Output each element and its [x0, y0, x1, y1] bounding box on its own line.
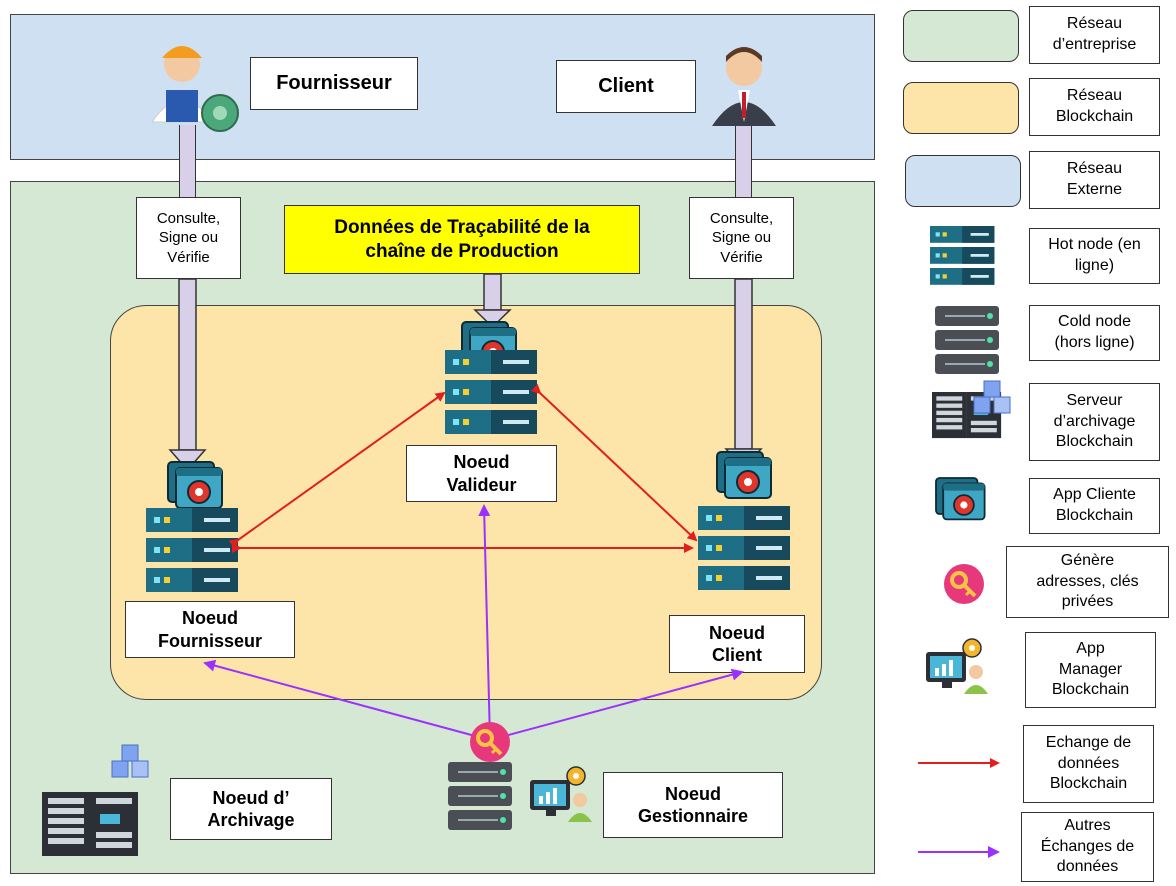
legend-label-external: Réseau Externe — [1029, 151, 1160, 209]
consult-sign-verify-right: Consulte, Signe ou Vérifie — [689, 197, 794, 279]
archive-node-label: Noeud d’ Archivage — [170, 778, 332, 840]
client-node-label: Noeud Client — [669, 615, 805, 673]
supplier-gear-icon — [201, 94, 239, 132]
pipe-right-lower — [724, 278, 763, 470]
archive-server-icon — [42, 792, 138, 856]
legend-label-archive-server: Serveur d’archivage Blockchain — [1029, 383, 1160, 461]
consult-sign-verify-left: Consulte, Signe ou Vérifie — [136, 197, 241, 279]
client-app-icon — [716, 451, 772, 499]
traceability-data-box: Données de Traçabilité de la chaîne de P… — [284, 205, 640, 274]
key-generator-icon — [468, 720, 512, 764]
legend-label-key-gen: Génère adresses, clés privées — [1006, 546, 1169, 618]
pipe-left-upper — [179, 125, 196, 200]
legend-label-client-app: App Cliente Blockchain — [1029, 478, 1160, 534]
external-network-zone — [10, 14, 875, 160]
other-arrow-manager-supplier — [203, 659, 491, 741]
legend-label-enterprise: Réseau d’entreprise — [1029, 6, 1160, 64]
legend-client-app-icon — [935, 477, 986, 521]
exchange-arrow-validator-client — [530, 383, 698, 542]
supplier-label: Fournisseur — [250, 57, 418, 110]
legend-swatch-blockchain — [903, 82, 1019, 134]
legend-label-cold-node: Cold node (hors ligne) — [1029, 305, 1160, 361]
client-server-icon — [698, 506, 790, 590]
client-person-icon — [712, 47, 776, 126]
supplier-server-icon — [146, 508, 238, 592]
client-label: Client — [556, 60, 696, 113]
manager-app-icon — [529, 766, 593, 823]
manager-cold-server-icon — [447, 761, 513, 831]
legend-label-blockchain: Réseau Blockchain — [1029, 78, 1160, 136]
legend-label-other-exchange: Autres Échanges de données — [1021, 812, 1154, 882]
legend-cold-node-icon — [934, 305, 1000, 375]
legend-manager-app-icon — [925, 638, 989, 695]
manager-node-label: Noeud Gestionnaire — [603, 772, 783, 838]
other-arrow-manager-validator — [478, 504, 491, 741]
other-arrow-manager-client — [489, 668, 744, 741]
legend-hot-node-icon — [930, 226, 995, 285]
exchange-arrow-supplier-validator — [228, 391, 446, 549]
legend-key-icon — [942, 562, 986, 606]
blockchain-cubes-icon — [111, 744, 149, 778]
supplier-app-icon — [167, 461, 223, 509]
pipe-left-lower — [168, 278, 207, 472]
pipe-center — [473, 273, 512, 329]
supplier-node-label: Noeud Fournisseur — [125, 601, 295, 658]
validator-server-icon — [445, 350, 537, 434]
legend-archive-server-icon — [932, 392, 1002, 439]
legend-swatch-external — [905, 155, 1021, 207]
legend-label-hot-node: Hot node (en ligne) — [1029, 228, 1160, 284]
legend-label-blockchain-exchange: Echange de données Blockchain — [1023, 725, 1154, 803]
legend-label-manager-app: App Manager Blockchain — [1025, 632, 1156, 708]
pipe-right-upper — [735, 125, 752, 200]
legend-swatch-enterprise — [903, 10, 1019, 62]
